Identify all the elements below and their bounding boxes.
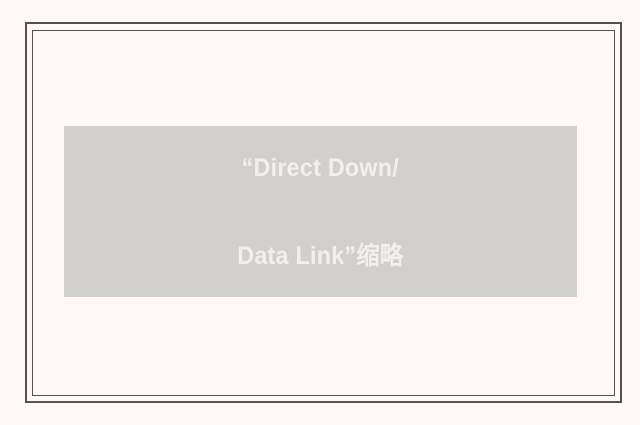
placeholder-caption: “Direct Down/ Data Link”缩略 — [237, 102, 403, 322]
decorative-frame-outer — [25, 22, 622, 403]
image-placeholder: “Direct Down/ Data Link”缩略 — [64, 126, 577, 297]
placeholder-caption-line-1: “Direct Down/ — [241, 153, 400, 182]
decorative-frame-inner — [32, 30, 615, 396]
placeholder-caption-line-2: Data Link”缩略 — [237, 241, 404, 270]
